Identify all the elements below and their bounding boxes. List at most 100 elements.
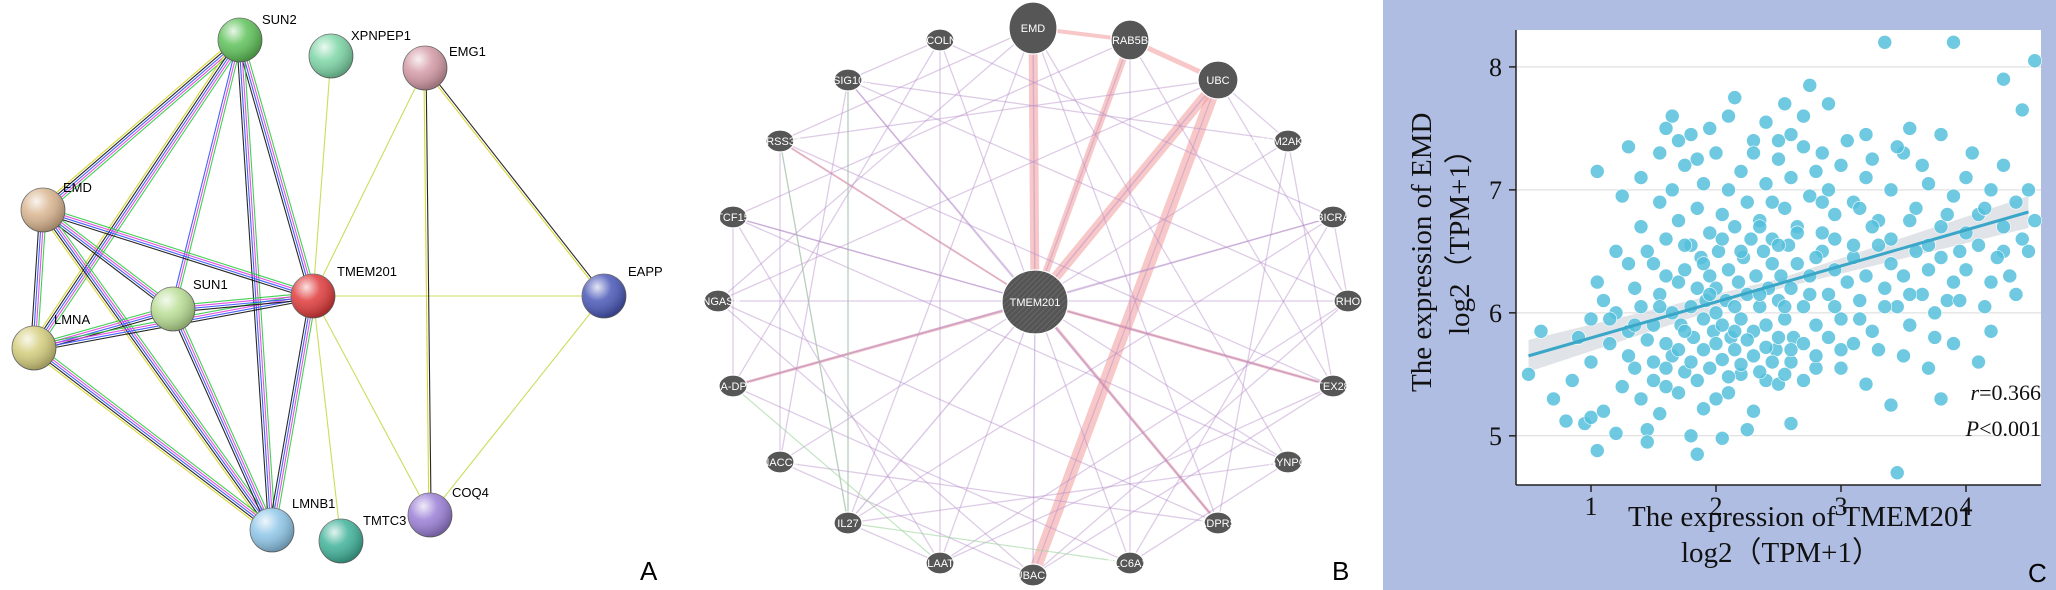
node-adprs[interactable]: ADPRS <box>1199 511 1237 535</box>
data-point <box>1671 385 1686 401</box>
data-point <box>1621 348 1636 364</box>
node-label-tmem201: TMEM201 <box>337 264 397 279</box>
node-bicra[interactable]: BICRA <box>1316 205 1350 229</box>
data-point <box>1677 237 1693 253</box>
edge-tmem201-tmtc3 <box>312 295 342 542</box>
node-emd[interactable]: EMD <box>1008 1 1058 55</box>
edge-vsig10l-rho <box>847 79 1349 302</box>
data-point <box>1889 465 1905 481</box>
data-point <box>1589 443 1605 458</box>
node-xpnpep1[interactable]: XPNPEP1 <box>308 28 411 79</box>
node-engase[interactable]: ENGASE <box>695 289 741 313</box>
node-label-emd: EMD <box>1021 23 1046 35</box>
data-point <box>1821 330 1836 345</box>
data-point <box>1833 311 1849 327</box>
edge-hla-dpa1-plaat5 <box>732 385 941 564</box>
node-label-eapp: EAPP <box>628 264 663 279</box>
node-label-lmna: LMNA <box>54 312 90 327</box>
node-tmtc3[interactable]: TMTC3 <box>318 513 406 564</box>
node-coq4[interactable]: COQ4 <box>407 485 489 538</box>
data-point <box>1858 376 1874 392</box>
data-point <box>1727 323 1743 339</box>
data-point <box>1546 391 1561 407</box>
node-slc6a19[interactable]: SLC6A19 <box>1106 551 1154 575</box>
data-point <box>1777 367 1793 382</box>
network-edges <box>717 23 1349 581</box>
ytick-label-6: 6 <box>1489 299 1502 328</box>
node-synpo[interactable]: SYNPO <box>1269 450 1308 474</box>
node-emg1[interactable]: EMG1 <box>402 44 486 91</box>
edge-tmem201-xpnpep1 <box>312 55 332 297</box>
node-tcf15[interactable]: TCF15 <box>716 205 750 229</box>
edge-tmem201-emd <box>1032 27 1036 303</box>
data-point <box>1639 422 1655 437</box>
node-ubac2[interactable]: UBAC2 <box>1015 563 1052 587</box>
node-tmem201[interactable]: TMEM201 <box>1001 269 1069 335</box>
data-point <box>1808 164 1824 179</box>
node-label-lmnb1: LMNB1 <box>292 496 335 511</box>
data-point <box>1746 403 1761 419</box>
data-point <box>1814 194 1830 210</box>
node-sun2[interactable]: SUN2 <box>217 12 297 63</box>
node-tmem201[interactable]: TMEM201 <box>290 264 397 319</box>
node-ubc[interactable]: UBC <box>1197 60 1239 100</box>
node-sun1[interactable]: SUN1 <box>150 277 228 332</box>
data-point <box>1821 96 1836 112</box>
node-label-emd: EMD <box>63 180 92 195</box>
data-point <box>1596 293 1611 308</box>
node-lmnb1[interactable]: LMNB1 <box>249 496 335 553</box>
data-point <box>1796 373 1811 388</box>
data-point <box>1802 188 1818 204</box>
data-point <box>1683 354 1699 370</box>
node-nacc1[interactable]: NACC1 <box>761 450 799 474</box>
data-point <box>1864 323 1880 339</box>
data-point <box>1796 108 1811 124</box>
data-point <box>1814 225 1830 241</box>
node-tex28[interactable]: TEX28 <box>1316 374 1350 398</box>
node-prss36[interactable]: PRSS36 <box>759 129 801 153</box>
edge-sun2-sun1 <box>170 39 243 310</box>
data-point <box>1971 237 1986 253</box>
data-point <box>1852 311 1868 327</box>
data-point <box>1758 114 1774 130</box>
panel-letter-b: B <box>1332 556 1349 586</box>
node-il27[interactable]: IL27 <box>833 511 863 535</box>
data-point <box>1858 170 1874 185</box>
node-hla-dpa1[interactable]: HLA-DPA1 <box>707 374 760 398</box>
data-point <box>1833 342 1849 358</box>
edge-ubac2-rho <box>1032 300 1349 576</box>
node-label-nacc1: NACC1 <box>761 457 798 469</box>
data-point <box>1752 364 1768 380</box>
edge-nacc1-ubac2 <box>779 461 1034 576</box>
data-points <box>1521 34 2043 481</box>
data-point <box>1533 323 1549 339</box>
node-eapp[interactable]: EAPP <box>581 264 663 319</box>
data-point <box>1756 244 1771 259</box>
node-mcoln1[interactable]: MCOLN1 <box>917 28 963 52</box>
edge-sun2-tmem201 <box>236 38 317 298</box>
data-point <box>1939 293 1955 308</box>
node-rab5b[interactable]: RAB5B <box>1110 19 1150 61</box>
edge-rab5b-tex28 <box>1129 39 1334 387</box>
node-emd[interactable]: EMD <box>20 180 92 233</box>
node-label-hla-dpa1: HLA-DPA1 <box>707 381 760 393</box>
node-palm2akap2[interactable]: PALM2AKAP2 <box>1253 129 1324 153</box>
data-point <box>1883 397 1899 413</box>
edge-emd-lmnb1 <box>38 207 277 533</box>
data-point <box>1864 151 1880 167</box>
data-point <box>1808 360 1824 376</box>
edge-ubc-rho <box>1217 79 1349 302</box>
edge-emg1-eapp <box>423 66 606 298</box>
node-label-sun1: SUN1 <box>193 277 228 292</box>
node-vsig10l[interactable]: VSIG10L <box>826 68 871 92</box>
data-point <box>1839 133 1855 148</box>
node-rho[interactable]: RHO <box>1333 289 1363 313</box>
data-point <box>1658 336 1674 351</box>
node-plaat5[interactable]: PLAAT5 <box>920 551 960 575</box>
node-lmna[interactable]: LMNA <box>11 312 90 371</box>
data-point <box>1858 127 1874 142</box>
data-point <box>1743 231 1759 247</box>
node-label-vsig10l: VSIG10L <box>826 75 871 87</box>
edge-tmem201-tcf15 <box>732 216 1036 303</box>
